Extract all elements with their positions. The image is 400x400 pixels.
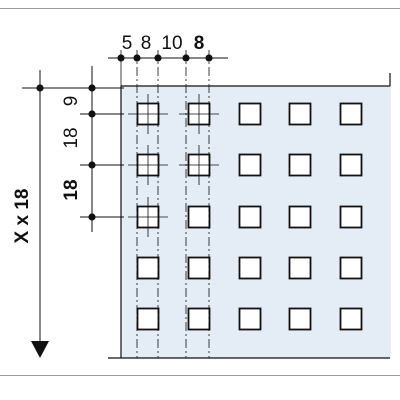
hole-r4-c5 [339,256,363,280]
top-dimension-dot [133,54,141,62]
hole-r5-c4 [288,307,312,331]
top-dimension-dot [117,54,125,62]
hole-r2-c5 [339,153,363,177]
hole-r3-c4 [288,205,312,229]
col-dim-label-3: 10 [161,33,182,54]
hole-r5-c3 [238,307,262,331]
hole-r3-c3 [238,205,262,229]
frame-top-line [0,8,400,9]
hole-r5-c5 [339,307,363,331]
hole-r4-c4 [288,256,312,280]
top-dimension-dot [154,54,162,62]
length-arrowhead [31,341,49,358]
hole-r5-c1 [136,307,160,331]
top-dimension-dots [117,54,213,62]
top-extension-lines [120,50,210,358]
hole-r3-c5 [339,205,363,229]
hole-r2-c3 [238,153,262,177]
frame-bottom-line [0,375,400,376]
hole-r3-c2 [187,205,211,229]
hole-r5-c2 [187,307,211,331]
col-dim-label-1: 5 [122,33,133,54]
row-dim-label-bold: 18 [61,179,82,200]
col-dim-label-2: 8 [141,33,152,54]
row-dimension-dot [88,110,96,118]
row-extension-lines [80,87,124,218]
hole-r4-c1 [136,256,160,280]
top-dimension-dot [182,54,190,62]
col-dim-label-4: 8 [194,33,205,54]
length-label: X x 18 [12,189,33,244]
hole-r4-c3 [238,256,262,280]
row-dimension-dot [88,161,96,169]
row-dim-label-mid: 18 [61,127,82,148]
hole-r1-c3 [238,102,262,126]
row-dimension-dot [88,213,96,221]
length-start-dot [36,84,44,92]
hole-r1-c4 [288,102,312,126]
hole-r2-c4 [288,153,312,177]
row-dim-label-top: 9 [61,96,82,107]
hole-r1-c5 [339,102,363,126]
hole-r4-c2 [187,256,211,280]
top-dimension-dot [205,54,213,62]
